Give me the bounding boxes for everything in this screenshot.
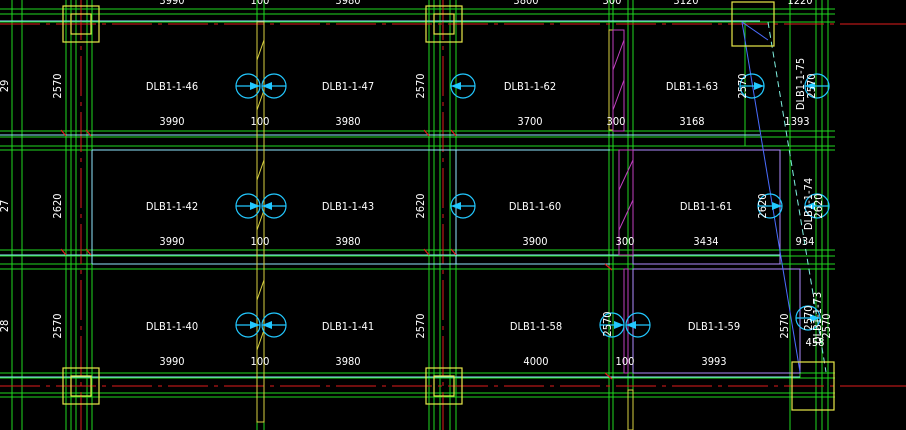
slab-arrow-symbol-icon — [804, 73, 830, 99]
row2-slab3-label: DLB1-1-60 — [509, 200, 561, 213]
top-dim-5: 300 — [603, 0, 622, 7]
row1-slab2-label: DLB1-1-47 — [322, 80, 374, 93]
dimension-tick-marks — [60, 129, 613, 380]
row1-slab1-label: DLB1-1-46 — [146, 80, 198, 93]
slab-arrow-symbol-icon — [804, 193, 830, 219]
row1-right-height2: 2570 — [805, 73, 818, 98]
slab-arrow-symbol-icon — [261, 193, 287, 219]
row3-right-height2: 2570 — [820, 313, 833, 338]
row3-left-partial: 28 — [0, 320, 11, 333]
top-dim-6: 3120 — [673, 0, 698, 7]
row1-slab4-width: 3168 — [679, 115, 704, 128]
row2-slab3-width: 3900 — [522, 235, 547, 248]
slab-arrow-symbol-icon — [235, 193, 261, 219]
diagonal-slab-edges — [741, 21, 827, 373]
row3-slab1-width: 3990 — [159, 355, 184, 368]
slab-arrow-symbol-icon — [450, 73, 476, 99]
row2-gap1: 100 — [251, 235, 270, 248]
row2-slab4-label: DLB1-1-61 — [680, 200, 732, 213]
top-dim-3: 3980 — [335, 0, 360, 7]
text-layer: 3990 100 3980 3800 300 3120 1220 29 2570… — [0, 0, 833, 368]
row2-right-height: 2620 — [756, 193, 769, 218]
row1-slab2-width: 3980 — [335, 115, 360, 128]
row3-right-width: 458 — [806, 336, 825, 349]
row2-mid-height: 2620 — [414, 193, 427, 218]
row2-slab2-label: DLB1-1-43 — [322, 200, 374, 213]
slab-arrow-symbol-icon — [261, 73, 287, 99]
row3-slab3-label: DLB1-1-58 — [510, 320, 562, 333]
top-dim-2: 100 — [251, 0, 270, 7]
slab-edge-lines — [0, 20, 801, 378]
top-dim-7: 1220 — [787, 0, 812, 7]
row2-slab2-width: 3980 — [335, 235, 360, 248]
row1-right-height: 2570 — [736, 73, 749, 98]
row3-right-height3: 2570 — [802, 305, 815, 330]
slab-arrow-symbol-icon — [625, 312, 651, 338]
row3-slab3-width: 4000 — [523, 355, 548, 368]
row3-right-label: DLB1-1-73 — [811, 292, 824, 344]
row2-slab4-width: 3434 — [693, 235, 718, 248]
row1-height: 2570 — [51, 73, 64, 98]
row1-slab4-label: DLB1-1-63 — [666, 80, 718, 93]
row2-right-height2: 2620 — [812, 193, 825, 218]
row3-slab4-width: 3993 — [701, 355, 726, 368]
row1-right-width: 1393 — [784, 115, 809, 128]
top-dim-1: 3990 — [159, 0, 184, 7]
right-edge-lines — [848, 23, 906, 387]
slab-arrow-symbol-icon — [450, 193, 476, 219]
row1-gap1: 100 — [251, 115, 270, 128]
column-markers — [62, 1, 835, 411]
row2-height: 2620 — [51, 193, 64, 218]
slab-arrow-symbol-icon — [599, 312, 625, 338]
top-dim-4: 3800 — [513, 0, 538, 7]
row3-gap1: 100 — [251, 355, 270, 368]
row3-mid-height2: 2570 — [601, 311, 614, 336]
row1-slab3-width: 3700 — [517, 115, 542, 128]
row3-height: 2570 — [51, 313, 64, 338]
row2-left-partial: 27 — [0, 200, 11, 213]
row1-slab1-width: 3990 — [159, 115, 184, 128]
row2-slab1-width: 3990 — [159, 235, 184, 248]
row2-gap2: 300 — [616, 235, 635, 248]
row1-gap2: 300 — [607, 115, 626, 128]
slab-arrow-symbol-icon — [235, 312, 261, 338]
hatched-strips — [256, 21, 634, 430]
row3-slab4-label: DLB1-1-59 — [688, 320, 740, 333]
row1-mid-height: 2570 — [414, 73, 427, 98]
slab-arrow-symbol-icon — [739, 73, 765, 99]
row2-right-width: 934 — [796, 235, 815, 248]
slab-symbols — [235, 73, 830, 338]
row3-right-height: 2570 — [778, 313, 791, 338]
slab-arrow-symbol-icon — [795, 305, 821, 331]
row3-mid-height: 2570 — [414, 313, 427, 338]
slab-arrow-symbol-icon — [757, 193, 783, 219]
row2-slab1-label: DLB1-1-42 — [146, 200, 198, 213]
row1-right-label: DLB1-1-75 — [794, 58, 807, 110]
slab-arrow-symbol-icon — [235, 73, 261, 99]
row1-slab3-label: DLB1-1-62 — [504, 80, 556, 93]
slab-arrow-symbol-icon — [261, 312, 287, 338]
row3-gap2: 100 — [616, 355, 635, 368]
row3-slab1-label: DLB1-1-40 — [146, 320, 198, 333]
row3-slab2-label: DLB1-1-41 — [322, 320, 374, 333]
row1-left-partial: 29 — [0, 80, 11, 93]
row2-right-label: DLB1-1-74 — [802, 178, 815, 230]
row3-slab2-width: 3980 — [335, 355, 360, 368]
